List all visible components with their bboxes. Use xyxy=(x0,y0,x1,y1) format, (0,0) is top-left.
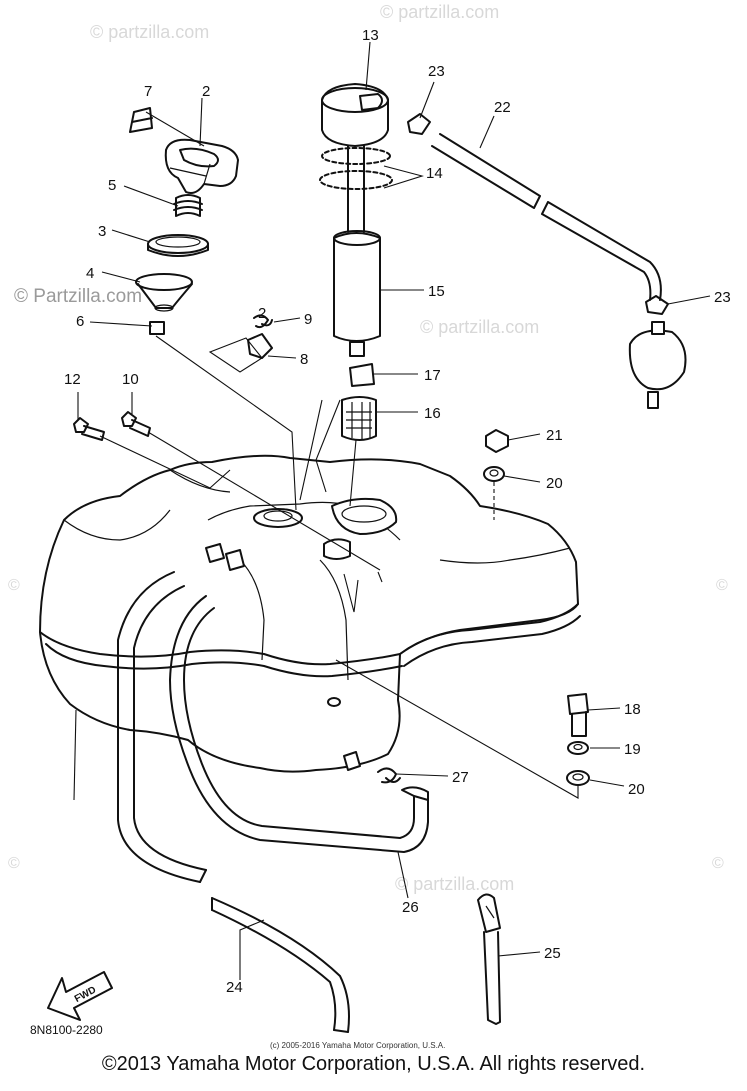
callout-9-prefix: 2 xyxy=(258,305,266,322)
part-4-seat[interactable] xyxy=(135,273,193,312)
part-22-upper-hose[interactable] xyxy=(431,133,662,301)
watermark-bottom: © partzilla.com xyxy=(395,874,514,894)
callout-2: 2 xyxy=(202,83,210,100)
watermark-top-left: © partzilla.com xyxy=(90,22,209,42)
callout-18: 18 xyxy=(624,701,641,718)
part-27-clip[interactable] xyxy=(377,767,401,784)
watermark-left: © Partzilla.com xyxy=(14,286,142,307)
part-18-bolt[interactable] xyxy=(567,693,589,737)
part-14-orings[interactable] xyxy=(319,147,393,190)
callout-22: 22 xyxy=(494,99,511,116)
part-20-washer-upper[interactable] xyxy=(483,466,505,482)
callout-13: 13 xyxy=(362,27,379,44)
callout-19: 19 xyxy=(624,741,641,758)
watermark-low-left: © xyxy=(8,855,20,872)
part-16-strainer[interactable] xyxy=(341,396,377,441)
callout-12: 12 xyxy=(64,371,81,388)
callout-6: 6 xyxy=(76,313,84,330)
callout-15: 15 xyxy=(428,283,445,300)
callout-24: 24 xyxy=(226,979,243,996)
part-8-bracket[interactable] xyxy=(247,333,273,359)
watermark-low-right: © xyxy=(712,855,724,872)
fuel-tank[interactable] xyxy=(39,454,581,773)
callout-21: 21 xyxy=(546,427,563,444)
part-6-fitting[interactable] xyxy=(149,321,165,335)
callout-20-lower: 20 xyxy=(628,781,645,798)
callout-26: 26 xyxy=(402,899,419,916)
callout-3: 3 xyxy=(98,223,106,240)
part-20-washer-lower[interactable] xyxy=(566,770,590,786)
callout-labels: 7 2 5 3 4 6 2 9 8 12 10 13 14 15 17 16 2… xyxy=(64,27,731,996)
part-26-return-hose[interactable] xyxy=(169,595,429,853)
callout-4: 4 xyxy=(86,265,94,282)
part-23-clamp-right[interactable] xyxy=(645,295,669,315)
fwd-arrow-icon: FWD xyxy=(47,971,113,1021)
callout-20-upper: 20 xyxy=(546,475,563,492)
callout-16: 16 xyxy=(424,405,441,422)
part-25-strap[interactable] xyxy=(477,893,501,1025)
callout-10: 10 xyxy=(122,371,139,388)
watermark-mid-left: © xyxy=(8,577,20,594)
part-15-pump-body[interactable] xyxy=(333,145,381,357)
part-5-spring[interactable] xyxy=(173,194,203,217)
part-23-clamp-top[interactable] xyxy=(407,113,431,135)
watermark-center-right: © partzilla.com xyxy=(420,317,539,337)
callout-23-top: 23 xyxy=(428,63,445,80)
callout-5: 5 xyxy=(108,177,116,194)
part-19-washer[interactable] xyxy=(567,741,589,755)
part-10-bolt[interactable] xyxy=(121,411,151,437)
part-21-nut[interactable] xyxy=(485,429,509,453)
vent-valve[interactable] xyxy=(628,321,687,409)
part-9-clip[interactable] xyxy=(253,314,273,329)
callout-7: 7 xyxy=(144,83,152,100)
callout-27: 27 xyxy=(452,769,469,786)
part-17-fitting[interactable] xyxy=(349,363,375,387)
watermark-mid-right: © xyxy=(716,577,728,594)
part-13-top-cap[interactable] xyxy=(321,83,389,147)
callout-9: 9 xyxy=(304,311,312,328)
callout-14: 14 xyxy=(426,165,443,182)
part-12-bolt[interactable] xyxy=(73,417,105,441)
callout-17: 17 xyxy=(424,367,441,384)
part-7-pin[interactable] xyxy=(129,107,153,133)
diagram-code: 8N8100-2280 xyxy=(30,1023,103,1037)
callout-25: 25 xyxy=(544,945,561,962)
leader-lines xyxy=(73,41,711,980)
callout-8: 8 xyxy=(300,351,308,368)
watermark-top: © partzilla.com xyxy=(380,2,499,22)
callout-23-right: 23 xyxy=(714,289,731,306)
part-24-drain-hose[interactable] xyxy=(117,571,350,1033)
small-copyright: (c) 2005-2016 Yamaha Motor Corporation, … xyxy=(270,1041,445,1050)
part-2-cap[interactable] xyxy=(164,138,239,194)
footer-copyright: ©2013 Yamaha Motor Corporation, U.S.A. A… xyxy=(101,1053,646,1075)
part-3-gasket[interactable] xyxy=(147,234,209,257)
